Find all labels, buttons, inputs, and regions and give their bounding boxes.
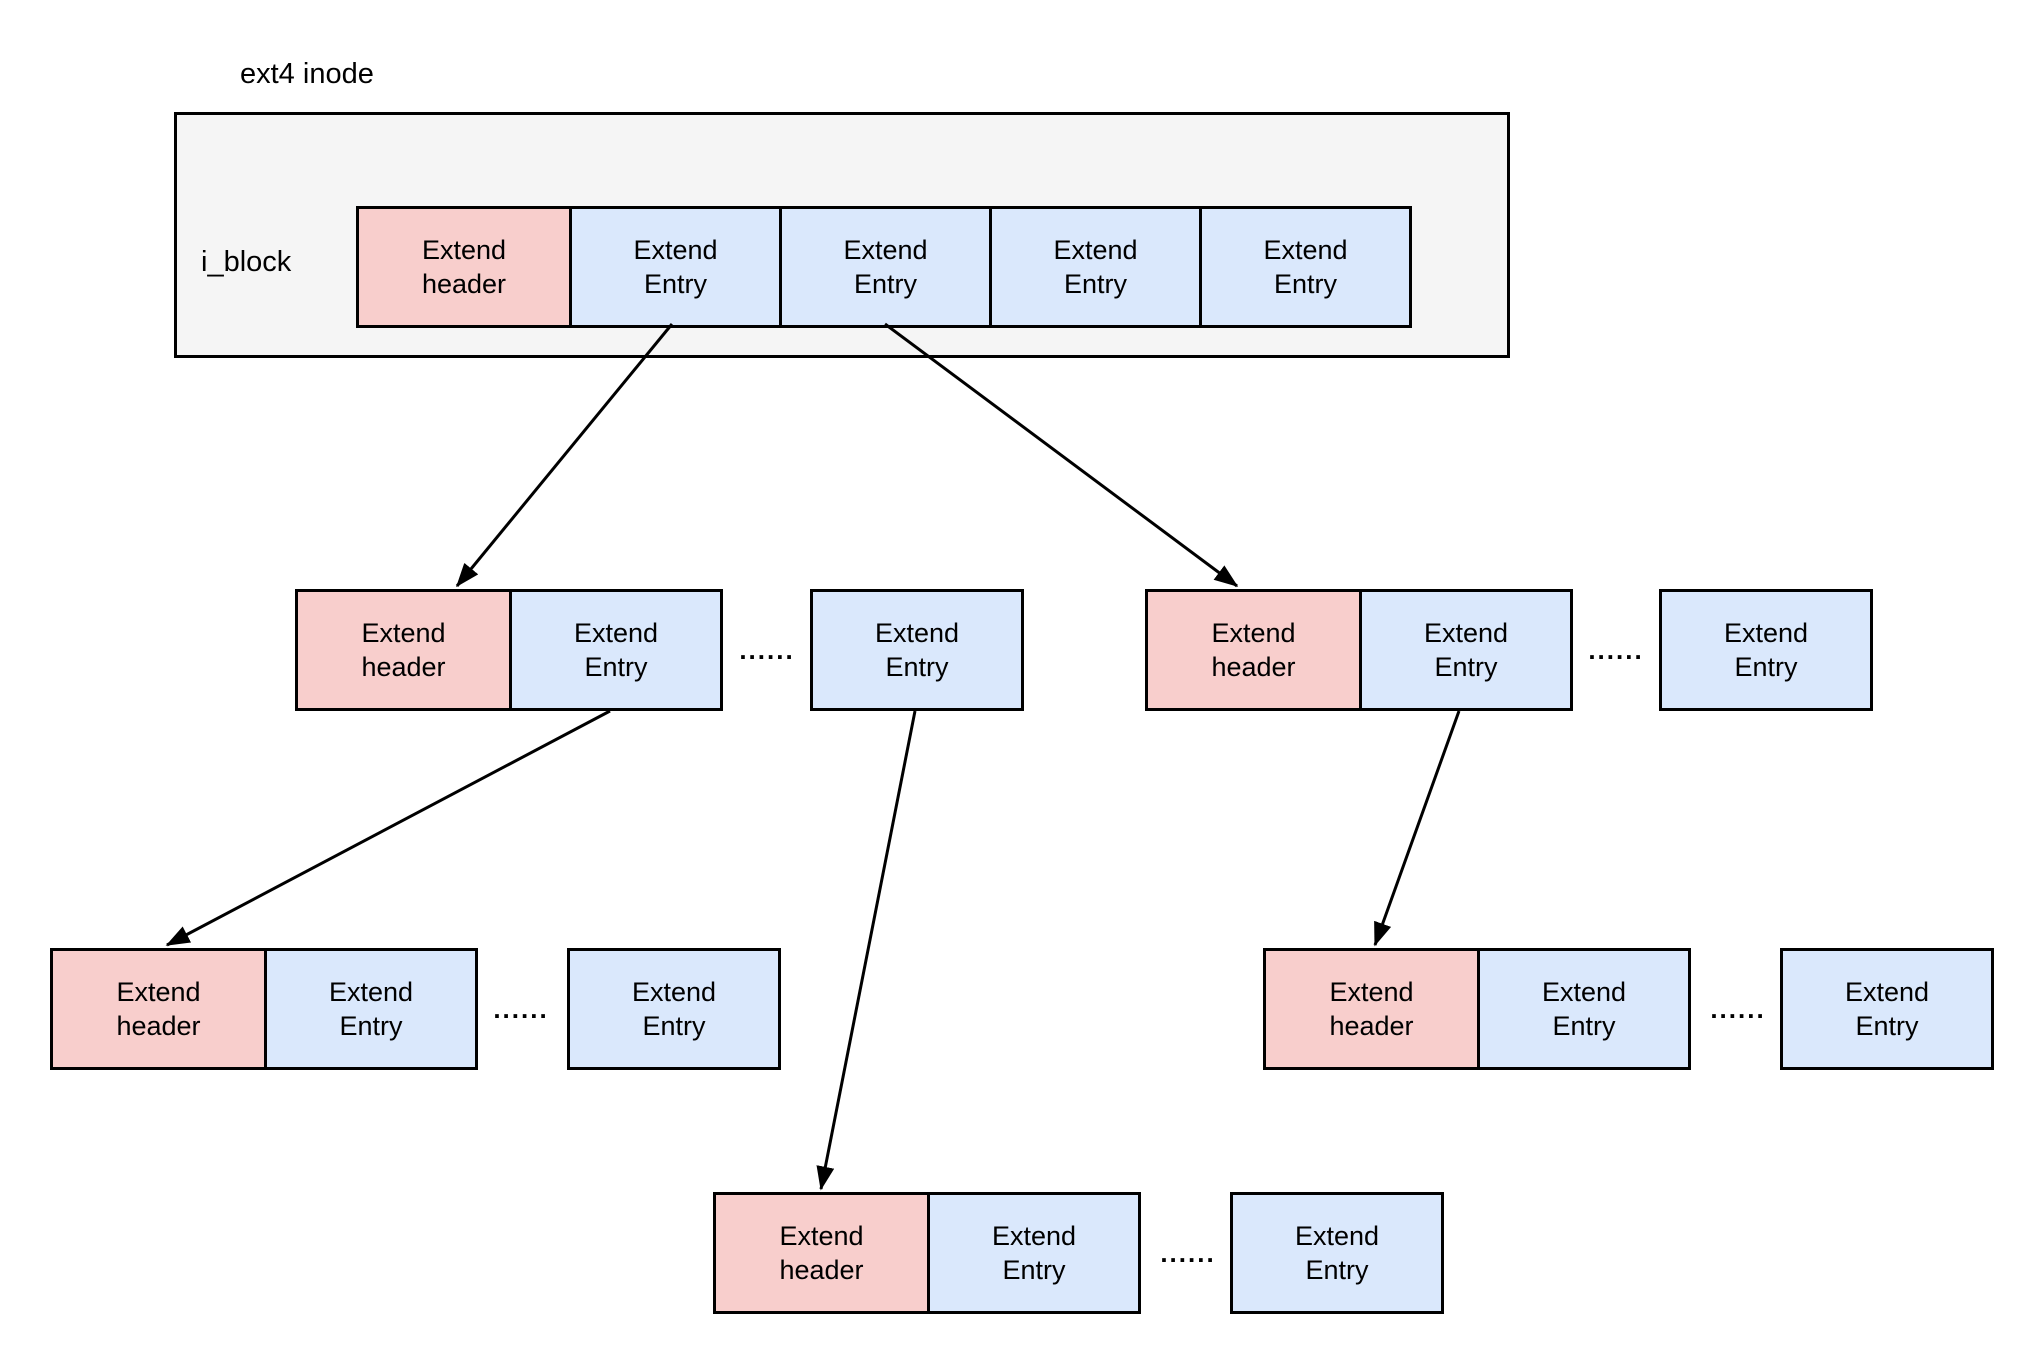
arrow-inode-entry1-to-index-left-icon — [455, 323, 674, 588]
extent-header-cell: Extend header — [298, 592, 509, 708]
cell-label: Extend header — [779, 1221, 864, 1285]
extent-entry-cell: Extend Entry — [810, 589, 1024, 711]
ellipsis-dots: ...... — [493, 993, 549, 1024]
inode-extent-entry-cell: Extend Entry — [989, 209, 1199, 325]
cell-label: Extend header — [116, 977, 201, 1041]
cell-label: Extend Entry — [1423, 618, 1509, 682]
inode-extent-entry-cell: Extend Entry — [1199, 209, 1409, 325]
cell-label: Extend Entry — [1541, 977, 1627, 1041]
iblock-label: i_block — [201, 246, 292, 278]
extent-entry-cell: Extend Entry — [1359, 592, 1570, 708]
index-node-right-block: Extend header Extend Entry — [1145, 589, 1573, 711]
cell-label: Extend Entry — [843, 235, 928, 299]
cell-label: Extend Entry — [1263, 235, 1348, 299]
arrow-index-right-to-leaf-right-icon — [1373, 710, 1461, 947]
cell-label: Extend header — [1211, 618, 1296, 682]
cell-label: Extend header — [361, 618, 446, 682]
cell-label: Extend Entry — [991, 1221, 1077, 1285]
leaf-node-center-block: Extend header Extend Entry — [713, 1192, 1141, 1314]
extent-entry-cell: Extend Entry — [1477, 951, 1688, 1067]
cell-label: Extend Entry — [1053, 235, 1138, 299]
arrow-inode-entry2-to-index-right-icon — [884, 322, 1239, 588]
cell-label: Extend Entry — [631, 977, 717, 1041]
cell-label: Extend Entry — [573, 618, 659, 682]
cell-label: Extend Entry — [874, 618, 960, 682]
ellipsis-dots: ...... — [1710, 993, 1766, 1024]
extent-entry-cell: Extend Entry — [567, 948, 781, 1070]
ellipsis-dots: ...... — [739, 634, 795, 665]
ext4-inode-container: i_block Extend header Extend Entry Exten… — [174, 112, 1510, 358]
leaf-node-right-block: Extend header Extend Entry — [1263, 948, 1691, 1070]
cell-label: Extend Entry — [328, 977, 414, 1041]
extent-header-cell: Extend header — [716, 1195, 927, 1311]
extent-entry-cell: Extend Entry — [264, 951, 475, 1067]
inode-title: ext4 inode — [240, 58, 374, 90]
cell-label: Extend Entry — [1844, 977, 1930, 1041]
ellipsis-dots: ...... — [1588, 634, 1644, 665]
inode-extent-entry-cell: Extend Entry — [779, 209, 989, 325]
ellipsis-dots: ...... — [1160, 1237, 1216, 1268]
arrow-index-left-tail-to-leaf-center-icon — [816, 710, 917, 1191]
arrow-index-left-to-leaf-left-icon — [165, 709, 611, 947]
extent-header-cell: Extend header — [1148, 592, 1359, 708]
extent-entry-cell: Extend Entry — [1230, 1192, 1444, 1314]
extent-entry-cell: Extend Entry — [1659, 589, 1873, 711]
extent-header-cell: Extend header — [53, 951, 264, 1067]
extent-entry-cell: Extend Entry — [927, 1195, 1138, 1311]
cell-label: Extend header — [421, 235, 507, 299]
cell-label: Extend Entry — [1294, 1221, 1380, 1285]
inode-extent-row: Extend header Extend Entry Extend Entry … — [356, 206, 1412, 328]
cell-label: Extend Entry — [633, 235, 718, 299]
cell-label: Extend header — [1329, 977, 1414, 1041]
extent-entry-cell: Extend Entry — [1780, 948, 1994, 1070]
inode-extent-entry-cell: Extend Entry — [569, 209, 779, 325]
extent-entry-cell: Extend Entry — [509, 592, 720, 708]
cell-label: Extend Entry — [1723, 618, 1809, 682]
index-node-left-block: Extend header Extend Entry — [295, 589, 723, 711]
extent-header-cell: Extend header — [1266, 951, 1477, 1067]
leaf-node-left-block: Extend header Extend Entry — [50, 948, 478, 1070]
inode-extent-header-cell: Extend header — [359, 209, 569, 325]
